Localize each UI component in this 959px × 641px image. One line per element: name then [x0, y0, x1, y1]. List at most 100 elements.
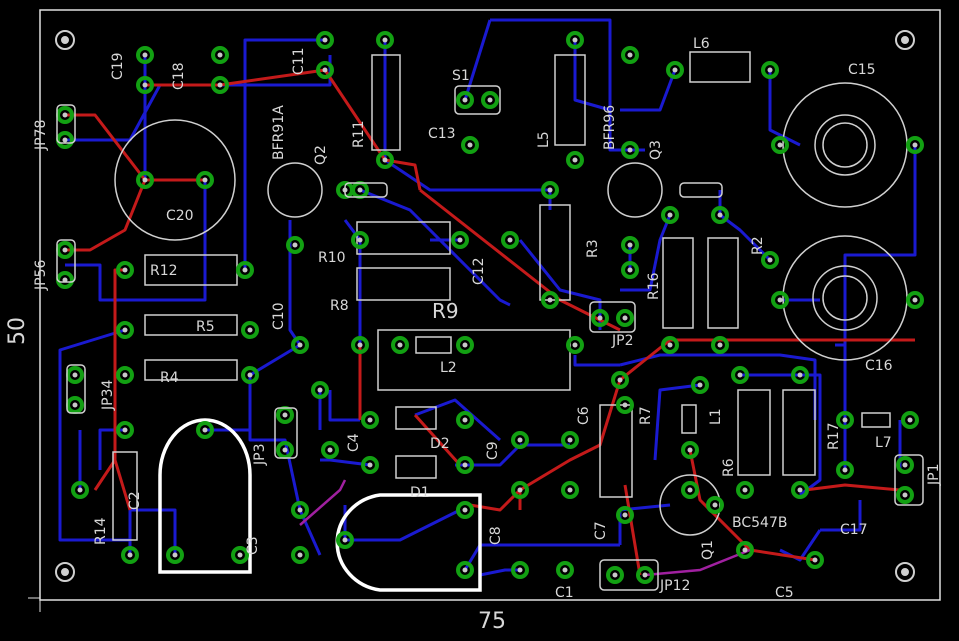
header-outline — [274, 407, 298, 459]
pad-hole — [72, 372, 78, 378]
pad-hole — [597, 315, 603, 321]
pad-hole — [627, 267, 633, 273]
pad — [376, 151, 394, 169]
label-jp1: JP1 — [926, 464, 942, 486]
header-outline — [56, 104, 76, 144]
label-r11: R11 — [351, 120, 367, 148]
pad-hole — [202, 177, 208, 183]
header-outline — [66, 364, 86, 414]
pad-hole — [562, 567, 568, 573]
width-dimension-label: 75 — [478, 609, 506, 634]
pad — [121, 546, 139, 564]
label-c2: C2 — [127, 491, 143, 510]
label-s1: S1 — [452, 68, 470, 84]
pad-hole — [717, 212, 723, 218]
pad-hole — [737, 372, 743, 378]
pad — [66, 396, 84, 414]
pad-hole — [282, 447, 288, 453]
pad — [736, 481, 754, 499]
pad-hole — [72, 402, 78, 408]
pad — [541, 291, 559, 309]
pad-hole — [572, 342, 578, 348]
pad-hole — [742, 487, 748, 493]
pad — [116, 261, 134, 279]
pad-hole — [202, 427, 208, 433]
pad — [771, 291, 789, 309]
pad — [456, 411, 474, 429]
pad — [391, 336, 409, 354]
label-l1: L1 — [708, 408, 724, 425]
pad — [621, 46, 639, 64]
pad-hole — [357, 187, 363, 193]
pad-hole — [902, 462, 908, 468]
label-c10: C10 — [271, 302, 287, 330]
label-r6: R6 — [721, 458, 737, 477]
mount-hole-icon — [55, 562, 75, 582]
pad-hole — [122, 267, 128, 273]
pad — [376, 31, 394, 49]
label-r2: R2 — [750, 236, 766, 255]
label-c9: C9 — [485, 441, 501, 460]
pad — [616, 506, 634, 524]
pad-hole — [462, 567, 468, 573]
pad — [636, 566, 654, 584]
pad-hole — [567, 437, 573, 443]
pad-hole — [667, 212, 673, 218]
pad-hole — [142, 177, 148, 183]
pad — [291, 546, 309, 564]
pad — [616, 396, 634, 414]
label-l7: L7 — [875, 435, 892, 451]
label-r17: R17 — [826, 422, 842, 450]
pad — [836, 461, 854, 479]
pad-hole — [797, 372, 803, 378]
label-q2: Q2 — [313, 145, 329, 165]
pad-hole — [777, 142, 783, 148]
pad — [456, 336, 474, 354]
pad — [241, 366, 259, 384]
pad — [451, 231, 469, 249]
pad-hole — [902, 492, 908, 498]
pad — [236, 261, 254, 279]
label-bfr91a: BFR91A — [271, 105, 287, 160]
pad-hole — [517, 487, 523, 493]
pad-hole — [907, 417, 913, 423]
pad — [136, 76, 154, 94]
board-outline — [39, 9, 941, 601]
pad-hole — [297, 507, 303, 513]
label-jp12: JP12 — [659, 578, 690, 594]
label-c4: C4 — [346, 433, 362, 452]
header-outline — [344, 182, 388, 198]
pad — [456, 91, 474, 109]
label-l6: L6 — [693, 36, 710, 52]
pad — [481, 91, 499, 109]
pad-hole — [487, 97, 493, 103]
pad — [361, 456, 379, 474]
pad-hole — [517, 567, 523, 573]
label-c15: C15 — [848, 62, 876, 78]
pad — [566, 31, 584, 49]
pad-hole — [622, 402, 628, 408]
pad-hole — [397, 342, 403, 348]
pad — [196, 171, 214, 189]
pad-hole — [462, 417, 468, 423]
pad-hole — [217, 52, 223, 58]
mount-hole-icon — [55, 30, 75, 50]
pad — [681, 441, 699, 459]
pad — [706, 496, 724, 514]
pad-hole — [767, 67, 773, 73]
pad-hole — [247, 327, 253, 333]
pad — [336, 531, 354, 549]
pad — [621, 261, 639, 279]
label-c20: C20 — [166, 208, 194, 224]
pad-hole — [642, 572, 648, 578]
label-r4: R4 — [160, 370, 179, 386]
pad-hole — [617, 377, 623, 383]
pad — [611, 371, 629, 389]
pad-hole — [382, 157, 388, 163]
label-r12: R12 — [150, 263, 178, 279]
pad-hole — [742, 547, 748, 553]
pad-hole — [297, 552, 303, 558]
pad-hole — [697, 382, 703, 388]
